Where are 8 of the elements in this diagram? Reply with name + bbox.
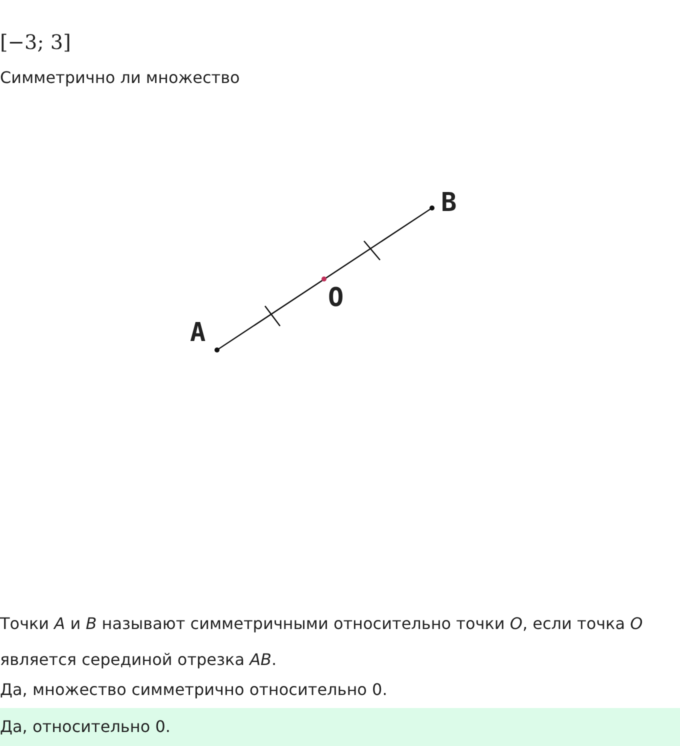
definition-text: Точки A и B называют симметричными относительно точки O, если точка O является серединой отрезка AB. <box>0 613 644 671</box>
answer-text: Да, относительно 0. <box>0 708 680 746</box>
question-text: Симметрично ли множество <box>0 68 240 87</box>
point-label: A <box>190 318 206 348</box>
point-label: B <box>441 188 457 218</box>
point-label: O <box>328 283 344 313</box>
answer-text: Да, множество симметрично относительно 0. <box>0 680 388 699</box>
interval-text: [−3; 3] <box>0 30 71 54</box>
